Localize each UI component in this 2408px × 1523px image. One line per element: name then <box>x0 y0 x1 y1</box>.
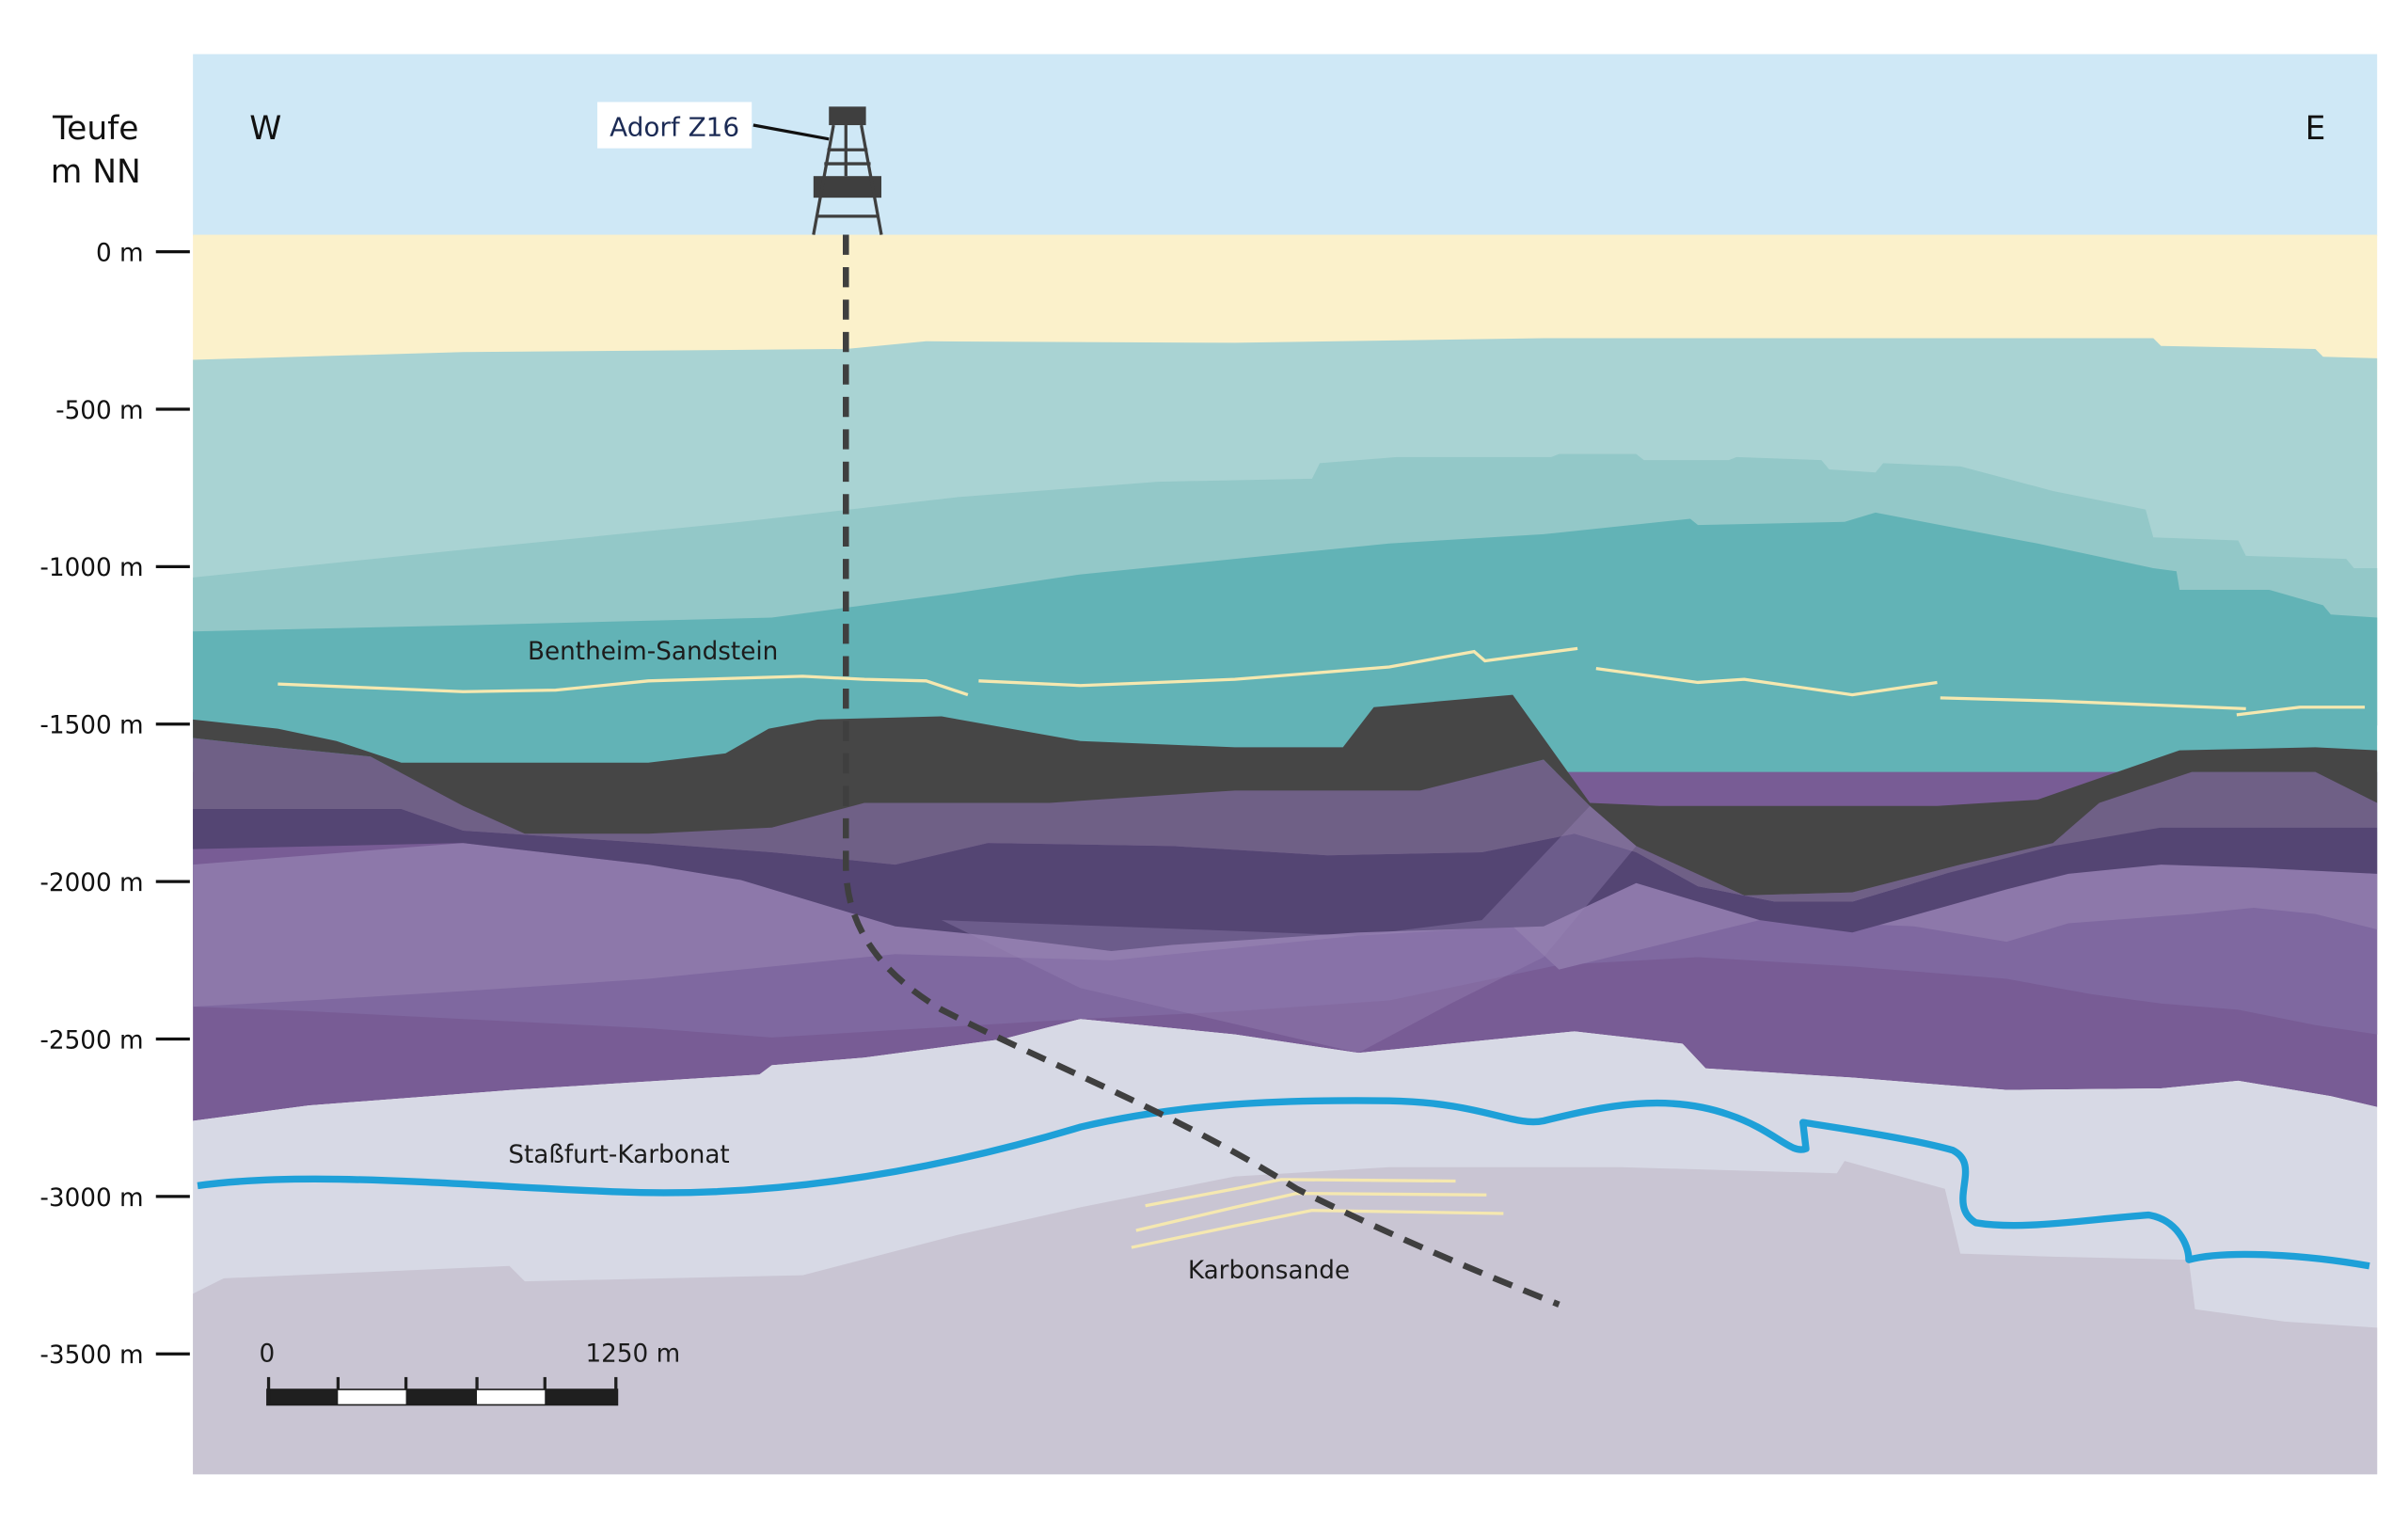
layer-carboniferous <box>193 1161 2378 1475</box>
label-bentheim-sandstein: Bentheim-Sandstein <box>528 638 778 666</box>
axis-tick-label: -3000 m <box>40 1184 143 1213</box>
fault-overlay <box>942 805 1637 1054</box>
axis-tick-label: -3500 m <box>40 1341 143 1370</box>
layer-dark <box>193 694 2378 896</box>
direction-west: W <box>249 110 281 148</box>
label-stassfurt-karbonat: Staßfurt-Karbonat <box>508 1141 729 1169</box>
bentheim-sandstein-lines <box>277 646 2366 717</box>
axis-tick-label: -1000 m <box>40 554 143 582</box>
well-path <box>843 234 1560 1308</box>
stassfurt-karbonat-line <box>197 1097 2370 1270</box>
layer-dark-purple <box>193 809 2378 951</box>
direction-east: E <box>2305 110 2326 148</box>
label-karbonsande: Karbonsande <box>1188 1257 1350 1285</box>
depth-axis: 0 m -500 m -1000 m -1500 m -2000 m -2500 m -30… <box>40 239 190 1370</box>
axis-tick-label: -2500 m <box>40 1026 143 1055</box>
well-label-box <box>597 102 752 149</box>
scale-bar: 0 1250 m <box>260 1341 680 1406</box>
axis-tick-label: 0 m <box>96 239 144 267</box>
drilling-rig-icon <box>812 106 883 235</box>
axis-tick-label: -1500 m <box>40 712 143 740</box>
scale-end-label: 1250 m <box>585 1341 680 1369</box>
well-label: Adorf Z16 <box>610 112 739 143</box>
well-label-leader <box>752 123 830 141</box>
karbonsande-lines <box>1131 1178 1504 1249</box>
sky-area <box>193 54 2378 237</box>
axis-tick-label: -2000 m <box>40 869 143 897</box>
axis-title-line1: Teufe <box>52 110 139 148</box>
axis-tick-label: -500 m <box>55 397 144 425</box>
layer-purple-gray <box>193 738 2378 902</box>
axis-title-line2: m NN <box>51 153 141 191</box>
scale-start-label: 0 <box>260 1341 276 1369</box>
